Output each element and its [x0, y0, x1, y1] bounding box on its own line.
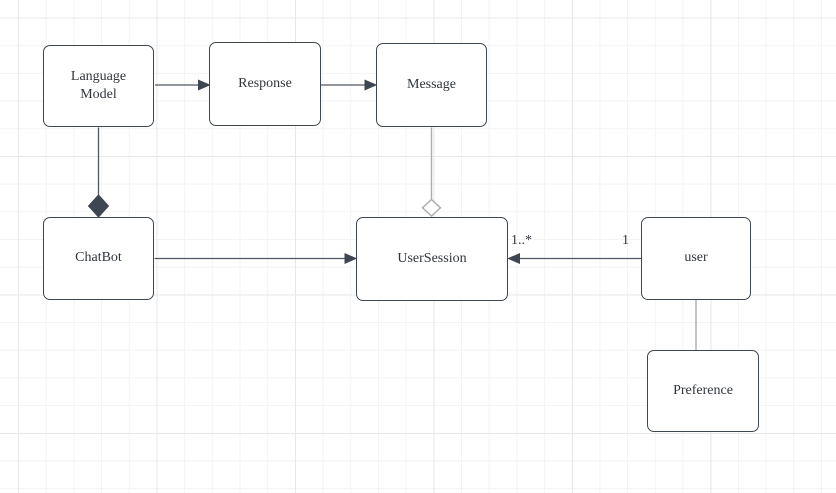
node-message[interactable]: Message — [376, 43, 487, 127]
edge-response-message[interactable] — [321, 79, 378, 91]
aggregation-diamond-icon — [421, 198, 442, 217]
node-user[interactable]: user — [641, 217, 751, 300]
node-response[interactable]: Response — [209, 42, 321, 126]
node-label: UserSession — [397, 250, 467, 266]
arrowhead-right-icon — [198, 79, 211, 91]
node-chatbot[interactable]: ChatBot — [43, 217, 154, 300]
node-language-model[interactable]: Language Model — [43, 45, 154, 127]
arrowhead-right-icon — [364, 79, 378, 91]
node-preference[interactable]: Preference — [647, 350, 759, 432]
arrowhead-right-icon — [344, 253, 358, 264]
node-label: ChatBot — [75, 250, 122, 266]
node-label: Language Model — [70, 68, 127, 102]
node-label: Response — [238, 75, 292, 91]
arrowhead-left-icon — [507, 253, 520, 264]
edge-user-usersession[interactable] — [507, 253, 642, 264]
node-label: user — [684, 250, 708, 266]
node-label: Message — [407, 76, 456, 92]
node-label: Preference — [673, 382, 733, 398]
multiplicity-label-source: 1 — [622, 233, 629, 248]
edge-message-usersession-aggregation[interactable] — [421, 127, 442, 217]
multiplicity-label-target: 1..* — [511, 233, 532, 248]
composition-diamond-icon — [87, 194, 110, 218]
edge-languagemodel-response[interactable] — [155, 79, 211, 91]
edge-languagemodel-chatbot-composition[interactable] — [87, 127, 110, 218]
edge-chatbot-usersession[interactable] — [154, 253, 358, 264]
node-usersession[interactable]: UserSession — [356, 217, 508, 301]
